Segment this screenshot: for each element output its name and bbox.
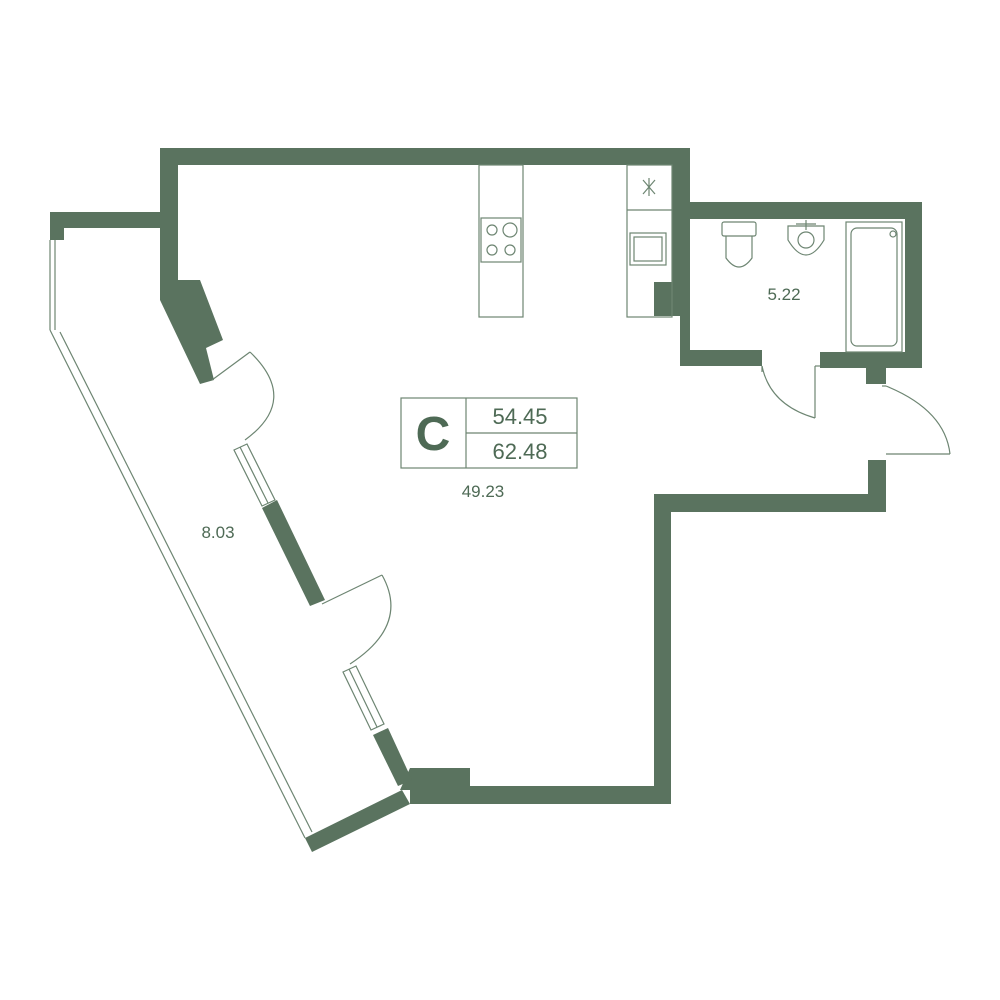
- apartment-type-letter: C: [416, 408, 451, 461]
- bathtub-icon: [845, 221, 903, 353]
- apartment-info-box: C 54.45 62.48: [400, 397, 578, 469]
- sink-icon: [629, 232, 667, 266]
- hob-icon: [480, 217, 522, 263]
- wall-diag-1: [262, 500, 325, 606]
- walls: [50, 148, 922, 852]
- wall-entry-post: [866, 352, 886, 384]
- wall-right-lower: [410, 460, 886, 804]
- wall-bath: [672, 202, 922, 368]
- bathroom-fixtures: [721, 220, 903, 353]
- main-room-area: 49.23: [462, 482, 505, 501]
- balcony-area: 8.03: [201, 523, 234, 542]
- balcony-top-wall: [50, 212, 160, 240]
- fan-icon: [642, 178, 656, 196]
- balcony-bottom-wall: [305, 790, 410, 852]
- living-area-value: 54.45: [492, 404, 547, 429]
- kitchen-counter: [626, 164, 673, 318]
- toilet-icon: [721, 221, 757, 268]
- wall-diag-2: [373, 728, 412, 786]
- doors: [211, 351, 951, 665]
- wall-left-upper: [160, 280, 223, 384]
- total-area-value: 62.48: [492, 439, 547, 464]
- wall-top: [160, 148, 690, 280]
- windows: [233, 443, 385, 731]
- washbasin-icon: [787, 220, 825, 256]
- balcony-glazing: [49, 240, 313, 839]
- wall-bottom-corner: [400, 768, 470, 790]
- bathroom-area: 5.22: [767, 285, 800, 304]
- kitchen-island: [478, 164, 524, 318]
